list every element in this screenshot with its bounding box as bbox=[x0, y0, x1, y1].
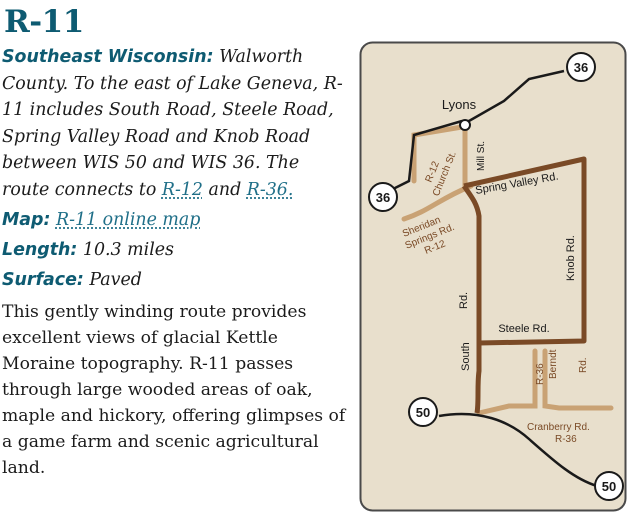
svg-text:South: South bbox=[460, 342, 472, 371]
lyons-marker bbox=[459, 119, 471, 131]
route-map: 36 36 50 50 Lyons R-12 Church St. Mill S… bbox=[359, 41, 627, 512]
mill-st-label: Mill St. bbox=[476, 141, 487, 171]
svg-text:R-36: R-36 bbox=[535, 363, 546, 385]
berndt-road-east bbox=[542, 348, 614, 411]
svg-text:50: 50 bbox=[602, 479, 616, 494]
south-road-route bbox=[461, 184, 482, 414]
length-label: Length: bbox=[2, 240, 78, 260]
online-map-link[interactable]: R-11 online map bbox=[55, 210, 201, 230]
svg-text:36: 36 bbox=[376, 190, 390, 205]
south-rd-label: South Rd. bbox=[458, 292, 472, 371]
svg-text:Rd.: Rd. bbox=[578, 357, 589, 373]
r12-link[interactable]: R-12 bbox=[161, 179, 203, 200]
route-r11 bbox=[461, 156, 587, 414]
surface-row: Surface: Paved bbox=[2, 267, 347, 293]
map-label: Map: bbox=[2, 210, 51, 230]
lyons-label: Lyons bbox=[442, 97, 477, 112]
svg-text:Rd.: Rd. bbox=[458, 292, 470, 309]
sheridan-springs-road bbox=[401, 183, 474, 222]
hwy-shield-36-top: 36 bbox=[566, 52, 596, 82]
hwy-shield-50-bottom: 50 bbox=[594, 471, 624, 501]
svg-text:Berndt: Berndt bbox=[548, 349, 559, 379]
r36-link[interactable]: R-36. bbox=[246, 179, 294, 200]
route-description: This gently winding route provides excel… bbox=[2, 302, 346, 478]
hwy-36-west bbox=[388, 119, 463, 193]
r36-berndt-label: R-36 Berndt Rd. bbox=[535, 349, 589, 385]
berndt-road-west bbox=[476, 348, 538, 416]
region-label: Southeast Wisconsin: bbox=[2, 47, 214, 67]
route-loop-north bbox=[463, 156, 587, 346]
svg-text:50: 50 bbox=[416, 405, 430, 420]
surface-value: Paved bbox=[89, 270, 142, 290]
steele-rd-label: Steele Rd. bbox=[498, 323, 549, 335]
hwy-50 bbox=[438, 412, 598, 488]
svg-text:R-36: R-36 bbox=[555, 434, 577, 445]
svg-text:36: 36 bbox=[574, 60, 588, 75]
hwy-shield-50-left: 50 bbox=[408, 397, 438, 427]
knob-rd-label: Knob Rd. bbox=[565, 235, 577, 281]
map-row: Map: R-11 online map bbox=[2, 207, 347, 233]
page-title: R-11 bbox=[4, 4, 84, 40]
secondary-roads bbox=[401, 124, 614, 416]
svg-text:Cranberry Rd.: Cranberry Rd. bbox=[527, 422, 590, 433]
intro-text: Walworth County. To the east of Lake Gen… bbox=[2, 47, 343, 200]
cranberry-label: Cranberry Rd. R-36 bbox=[527, 422, 590, 445]
hwy-shield-36-left: 36 bbox=[368, 182, 398, 212]
length-value: 10.3 miles bbox=[82, 240, 174, 260]
surface-label: Surface: bbox=[2, 270, 84, 290]
intro-and: and bbox=[202, 179, 247, 200]
length-row: Length: 10.3 miles bbox=[2, 237, 347, 263]
map-frame bbox=[359, 41, 627, 512]
route-description-panel: R-11 Southeast Wisconsin: Walworth Count… bbox=[2, 0, 347, 498]
intro-paragraph: Southeast Wisconsin: Walworth County. To… bbox=[2, 44, 347, 203]
